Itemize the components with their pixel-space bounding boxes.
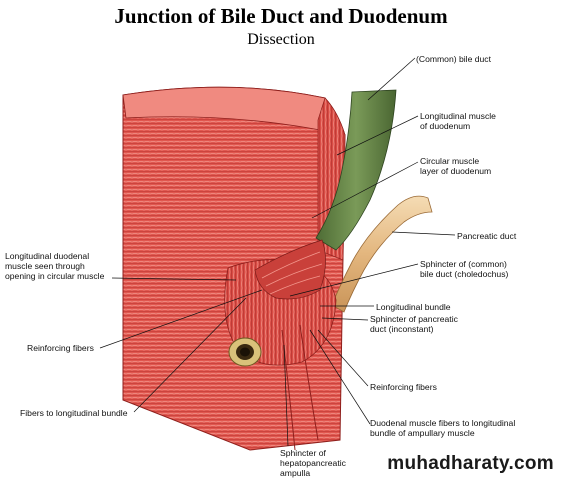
label-sphincter-pancreatic-duct: Sphincter of pancreatic duct (inconstant… (370, 314, 458, 334)
label-sphincter-hepatopancreatic: Sphincter of hepatopancreatic ampulla (280, 448, 346, 478)
leader-lines (99, 57, 456, 447)
label-longitudinal-muscle: Longitudinal muscle of duodenum (420, 111, 496, 131)
sphincter-fibers (254, 239, 326, 300)
pancreatic-duct (331, 195, 433, 313)
label-fibers-to-longitudinal-bundle: Fibers to longitudinal bundle (20, 408, 128, 418)
label-sphincter-common-bile-duct: Sphincter of (common) bile duct (choledo… (420, 259, 509, 279)
diagram-title: Junction of Bile Duct and Duodenum (114, 4, 448, 28)
label-pancreatic-duct: Pancreatic duct (457, 231, 517, 241)
longitudinal-bundle-strands (281, 329, 296, 451)
label-duodenal-muscle-fibers: Duodenal muscle fibers to longitudinal b… (370, 418, 516, 438)
label-longitudinal-duodenal-muscle: Longitudinal duodenal muscle seen throug… (5, 251, 105, 281)
label-circular-muscle: Circular muscle layer of duodenum (420, 156, 492, 176)
label-common-bile-duct: (Common) bile duct (416, 54, 491, 64)
diagram-subtitle: Dissection (247, 31, 315, 48)
label-reinforcing-fibers-left: Reinforcing fibers (27, 343, 94, 353)
label-longitudinal-bundle: Longitudinal bundle (376, 302, 451, 312)
label-reinforcing-fibers-right: Reinforcing fibers (370, 382, 437, 392)
watermark-logo: muhadharaty.com (387, 453, 554, 474)
